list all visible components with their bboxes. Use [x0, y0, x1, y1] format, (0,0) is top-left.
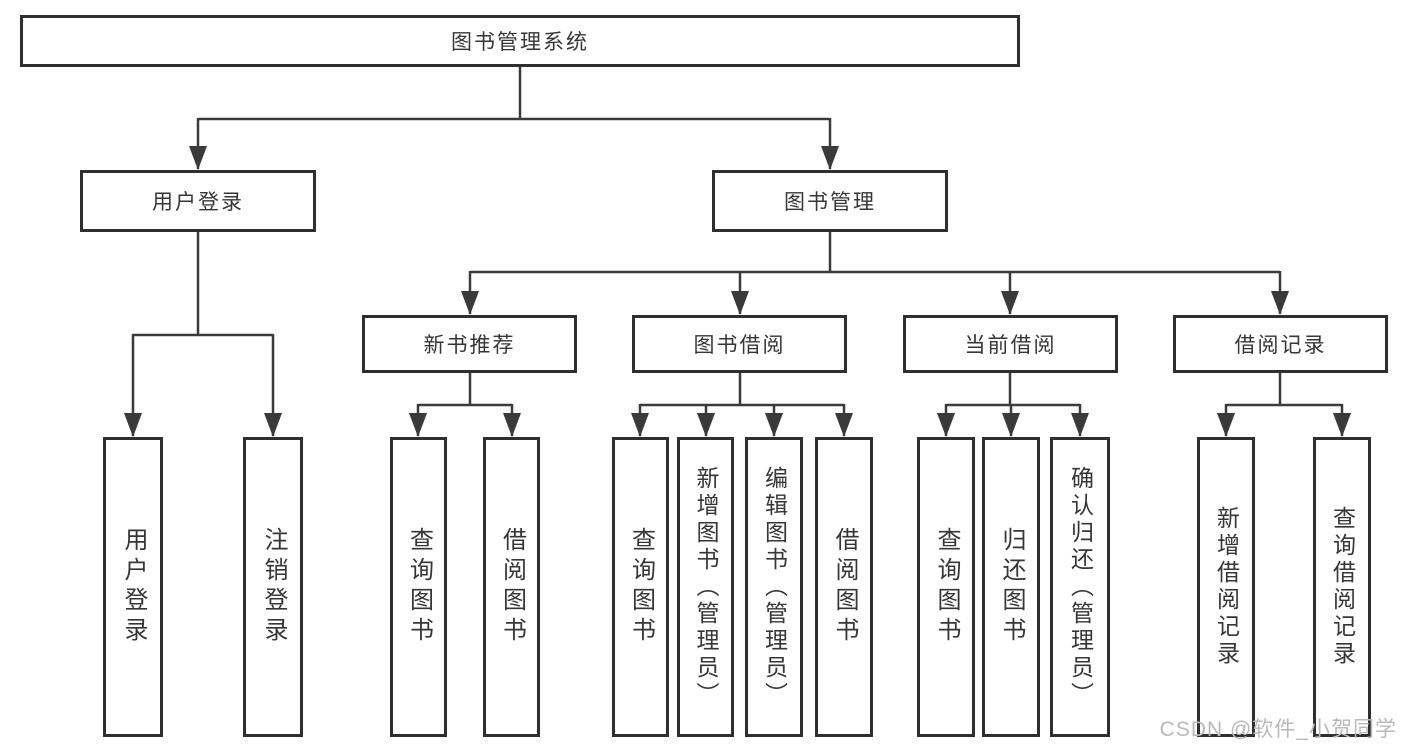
node-book-management: 图书管理 — [712, 170, 948, 232]
node-root-label: 图书管理系统 — [451, 31, 589, 54]
node-current-borrow-label: 当前借阅 — [964, 334, 1057, 357]
leaf-query-current-borrow-label: 查询图书 — [933, 527, 960, 647]
node-user-login: 用户登录 — [80, 170, 316, 232]
leaf-add-book-admin-label: 新增图书（管理员） — [693, 465, 719, 709]
node-root-library-system: 图书管理系统 — [20, 15, 1020, 67]
leaf-edit-book-admin: 编辑图书（管理员） — [745, 437, 803, 737]
leaf-query-current-borrow: 查询图书 — [917, 437, 975, 737]
leaf-add-borrow-record: 新增借阅记录 — [1197, 437, 1255, 737]
node-book-borrow: 图书借阅 — [632, 315, 847, 373]
leaf-return-book-label: 归还图书 — [998, 527, 1025, 647]
leaf-user-login: 用户登录 — [103, 437, 163, 737]
node-borrow-record-label: 借阅记录 — [1234, 334, 1327, 357]
leaf-add-book-admin: 新增图书（管理员） — [677, 437, 734, 737]
leaf-query-book-recommend: 查询图书 — [390, 437, 447, 737]
leaf-query-book-borrow-label: 查询图书 — [627, 527, 655, 647]
leaf-borrow-book-recommend-label: 借阅图书 — [498, 527, 526, 647]
node-book-management-label: 图书管理 — [784, 191, 876, 214]
leaf-query-book-borrow: 查询图书 — [612, 437, 669, 737]
node-new-book-recommend-label: 新书推荐 — [423, 334, 516, 357]
leaf-logout: 注销登录 — [243, 437, 303, 737]
leaf-borrow-book-label: 借阅图书 — [831, 527, 858, 647]
leaf-borrow-book: 借阅图书 — [815, 437, 873, 737]
leaf-confirm-return-admin: 确认归还（管理员） — [1050, 437, 1110, 737]
node-current-borrow: 当前借阅 — [903, 315, 1118, 373]
leaf-query-borrow-record: 查询借阅记录 — [1313, 437, 1371, 737]
leaf-user-login-label: 用户登录 — [120, 527, 147, 647]
leaf-add-borrow-record-label: 新增借阅记录 — [1213, 506, 1240, 668]
csdn-watermark: CSDN @软件_小贺同学 — [1159, 718, 1397, 741]
leaf-query-book-recommend-label: 查询图书 — [405, 527, 433, 647]
node-user-login-label: 用户登录 — [152, 191, 244, 214]
leaf-return-book: 归还图书 — [982, 437, 1040, 737]
node-borrow-record: 借阅记录 — [1173, 315, 1388, 373]
leaf-borrow-book-recommend: 借阅图书 — [483, 437, 540, 737]
leaf-confirm-return-admin-label: 确认归还（管理员） — [1067, 465, 1094, 709]
node-new-book-recommend: 新书推荐 — [362, 315, 577, 373]
leaf-query-borrow-record-label: 查询借阅记录 — [1329, 506, 1356, 668]
leaf-edit-book-admin-label: 编辑图书（管理员） — [761, 465, 788, 709]
node-book-borrow-label: 图书借阅 — [693, 334, 786, 357]
leaf-logout-label: 注销登录 — [260, 527, 287, 647]
